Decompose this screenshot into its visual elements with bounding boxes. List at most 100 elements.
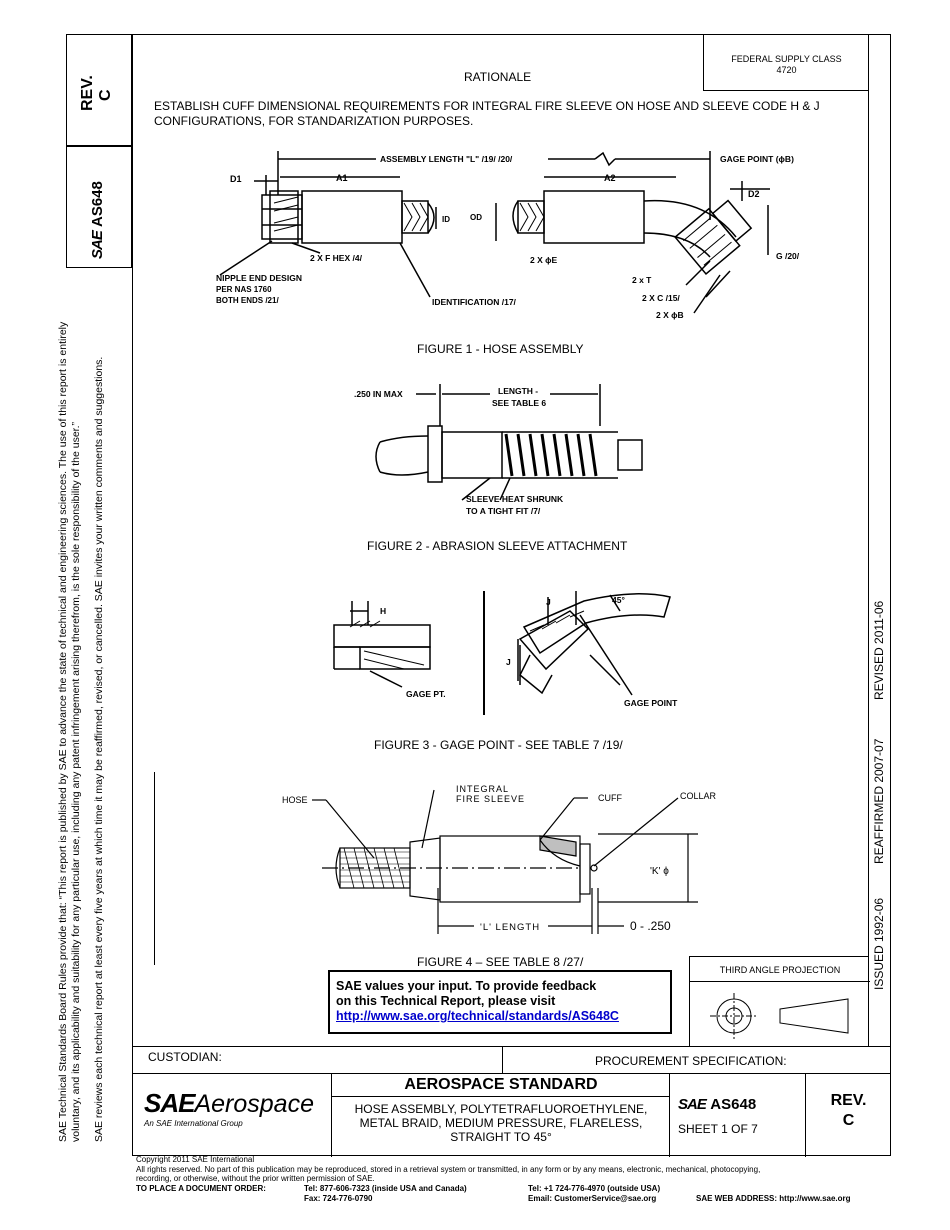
federal-supply-box: FEDERAL SUPPLY CLASS 4720 (703, 34, 869, 91)
footer-copyright: Copyright 2011 SAE International (136, 1155, 255, 1164)
rev-side-box: REV. C (66, 34, 132, 146)
fig3-j-left: J (506, 657, 511, 667)
margin-line (154, 772, 155, 965)
feedback-line-2: on this Technical Report, please visit (336, 994, 556, 1008)
rev-value: C (842, 1112, 855, 1129)
footer: Copyright 2011 SAE International All rig… (136, 1155, 896, 1206)
page-frame (132, 34, 891, 1156)
fig2-max: .250 IN MAX (354, 389, 403, 399)
feedback-link[interactable]: http://www.sae.org/technical/standards/A… (336, 1009, 619, 1023)
issued-date: ISSUED 1992-06 (872, 897, 886, 990)
feedback-line-1: SAE values your input. To provide feedba… (336, 979, 597, 993)
footer-tel-intl: Tel: +1 724-776-4970 (outside USA) (528, 1183, 661, 1193)
figure-4-caption: FIGURE 4 – SEE TABLE 8 /27/ (417, 955, 584, 969)
footer-web: SAE WEB ADDRESS: http://www.sae.org (696, 1193, 851, 1203)
projection-box: THIRD ANGLE PROJECTION (689, 956, 870, 1046)
doc-side-box: SAE AS648 (66, 146, 132, 268)
fig1-phi-b: 2 X ϕB (656, 310, 684, 320)
figure-1-hose-assembly: ASSEMBLY LENGTH "L" /19/ /20/ GAGE POINT… (216, 151, 800, 320)
footer-fax: Fax: 724-776-0790 (304, 1193, 373, 1203)
side-note-2: voluntary, and its applicability and sui… (70, 421, 82, 1142)
figure-3-gage-point: H GAGE PT. J 45° J GAGE POINT (333, 591, 678, 715)
title-cell: AEROSPACE STANDARD HOSE ASSEMBLY, POLYTE… (332, 1074, 670, 1157)
figure-2-abrasion-sleeve: .250 IN MAX LENGTH - SEE TABLE 6 SLEEVE … (354, 384, 643, 516)
description-3: STRAIGHT TO 45° (450, 1130, 552, 1144)
sae-side-logo: SAE (89, 231, 106, 259)
description-1: HOSE ASSEMBLY, POLYTETRAFLUOROETHYLENE, (354, 1102, 648, 1116)
fig2-shrink-1: SLEEVE HEAT SHRUNK (466, 494, 564, 504)
logo-text: Aerospace (194, 1090, 314, 1118)
fig2-length-1: LENGTH - (498, 386, 538, 396)
rev-side-value: C (97, 89, 114, 101)
title-block: CUSTODIAN: PROCUREMENT SPECIFICATION: SA… (132, 1046, 891, 1157)
fig1-c: 2 X C /15/ (642, 293, 680, 303)
federal-supply-label: FEDERAL SUPPLY CLASS (731, 54, 842, 64)
fig4-collar: COLLAR (680, 791, 717, 801)
fig1-identification: IDENTIFICATION /17/ (432, 297, 517, 307)
fig1-d1: D1 (230, 174, 242, 184)
figure-4-fire-sleeve: HOSE INTEGRAL FIRE SLEEVE CUFF COLLAR 'K… (282, 784, 717, 934)
footer-rights-2: recording, or otherwise, without the pri… (136, 1174, 375, 1183)
fig1-t: 2 x T (632, 275, 652, 285)
fig1-hex: 2 X F HEX /4/ (310, 253, 363, 263)
description-2: METAL BRAID, MEDIUM PRESSURE, FLARELESS, (359, 1116, 643, 1130)
fig1-d2: D2 (748, 189, 760, 199)
fig1-id: ID (442, 215, 450, 224)
fig3-j-top: J (546, 597, 551, 607)
side-note-1: SAE Technical Standards Board Rules prov… (57, 321, 69, 1142)
rev-side-label: REV. (79, 75, 96, 111)
footer-order-label: TO PLACE A DOCUMENT ORDER: (136, 1183, 266, 1193)
fig1-nipple-1: NIPPLE END DESIGN (216, 273, 302, 283)
reaffirmed-date: REAFFIRMED 2007-07 (872, 738, 886, 864)
fig4-integral-2: FIRE SLEEVE (456, 794, 525, 804)
federal-supply-number: 4720 (776, 65, 797, 75)
fig4-k: 'K' ϕ (650, 866, 669, 877)
fig1-a1: A1 (336, 173, 348, 183)
doc-number-text: AS648 (710, 1096, 757, 1113)
fig4-range: 0 - .250 (630, 919, 671, 933)
figure-3-caption: FIGURE 3 - GAGE POINT - SEE TABLE 7 /19/ (374, 738, 623, 752)
sae-aerospace-logo: SAEAerospace (144, 1088, 314, 1118)
doc-number-cell: SAE AS648 SHEET 1 OF 7 (670, 1074, 806, 1157)
projection-symbol (710, 993, 849, 1039)
standard-title: AEROSPACE STANDARD (404, 1076, 598, 1093)
fig4-cuff: CUFF (598, 793, 622, 803)
side-note-3: SAE reviews each technical report at lea… (93, 356, 105, 1142)
logo-cell: SAEAerospace An SAE International Group (132, 1074, 332, 1157)
procurement-label: PROCUREMENT SPECIFICATION: (595, 1054, 787, 1068)
footer-tel-us: Tel: 877-606-7323 (inside USA and Canada… (304, 1183, 467, 1193)
fig2-length-2: SEE TABLE 6 (492, 398, 546, 408)
figure-2-caption: FIGURE 2 - ABRASION SLEEVE ATTACHMENT (367, 539, 628, 553)
projection-label: THIRD ANGLE PROJECTION (719, 965, 841, 975)
procurement-cell: PROCUREMENT SPECIFICATION: (503, 1047, 891, 1074)
fig4-integral-1: INTEGRAL (456, 784, 509, 794)
custodian-label: CUSTODIAN: (148, 1050, 222, 1064)
fig3-angle: 45° (612, 595, 625, 605)
footer-rights-1: All rights reserved. No part of this pub… (136, 1164, 761, 1174)
doc-number: SAE AS648 (678, 1096, 757, 1113)
fig1-nipple-3: BOTH ENDS /21/ (216, 296, 279, 305)
fig1-a2: A2 (604, 173, 616, 183)
fig3-gage-point: GAGE POINT (624, 698, 678, 708)
fig1-assembly-length: ASSEMBLY LENGTH "L" /19/ /20/ (380, 154, 513, 164)
fig3-gage-pt: GAGE PT. (406, 689, 446, 699)
figure-1-caption: FIGURE 1 - HOSE ASSEMBLY (417, 342, 584, 356)
doc-side-number: AS648 (89, 181, 106, 227)
rationale-title: RATIONALE (464, 70, 532, 84)
feedback-box: SAE values your input. To provide feedba… (328, 970, 672, 1034)
fig1-phi-e: 2 X ϕE (530, 255, 557, 265)
fig4-hose: HOSE (282, 795, 308, 805)
logo-sub: An SAE International Group (144, 1119, 243, 1128)
footer-email: Email: CustomerService@sae.org (528, 1193, 657, 1203)
fig2-shrink-2: TO A TIGHT FIT /7/ (466, 506, 541, 516)
fig4-l-length: 'L' LENGTH (480, 922, 540, 933)
fig1-gage-point: GAGE POINT (ϕB) (720, 154, 794, 164)
rationale-text: ESTABLISH CUFF DIMENSIONAL REQUIREMENTS … (154, 99, 820, 128)
revised-date: REVISED 2011-06 (872, 600, 886, 700)
fig1-g: G /20/ (776, 251, 800, 261)
fig1-nipple-2: PER NAS 1760 (216, 285, 272, 294)
fig3-h: H (380, 606, 386, 616)
rev-cell: REV. C (806, 1074, 891, 1157)
custodian-cell: CUSTODIAN: (132, 1047, 503, 1074)
date-column-line (868, 34, 869, 1046)
